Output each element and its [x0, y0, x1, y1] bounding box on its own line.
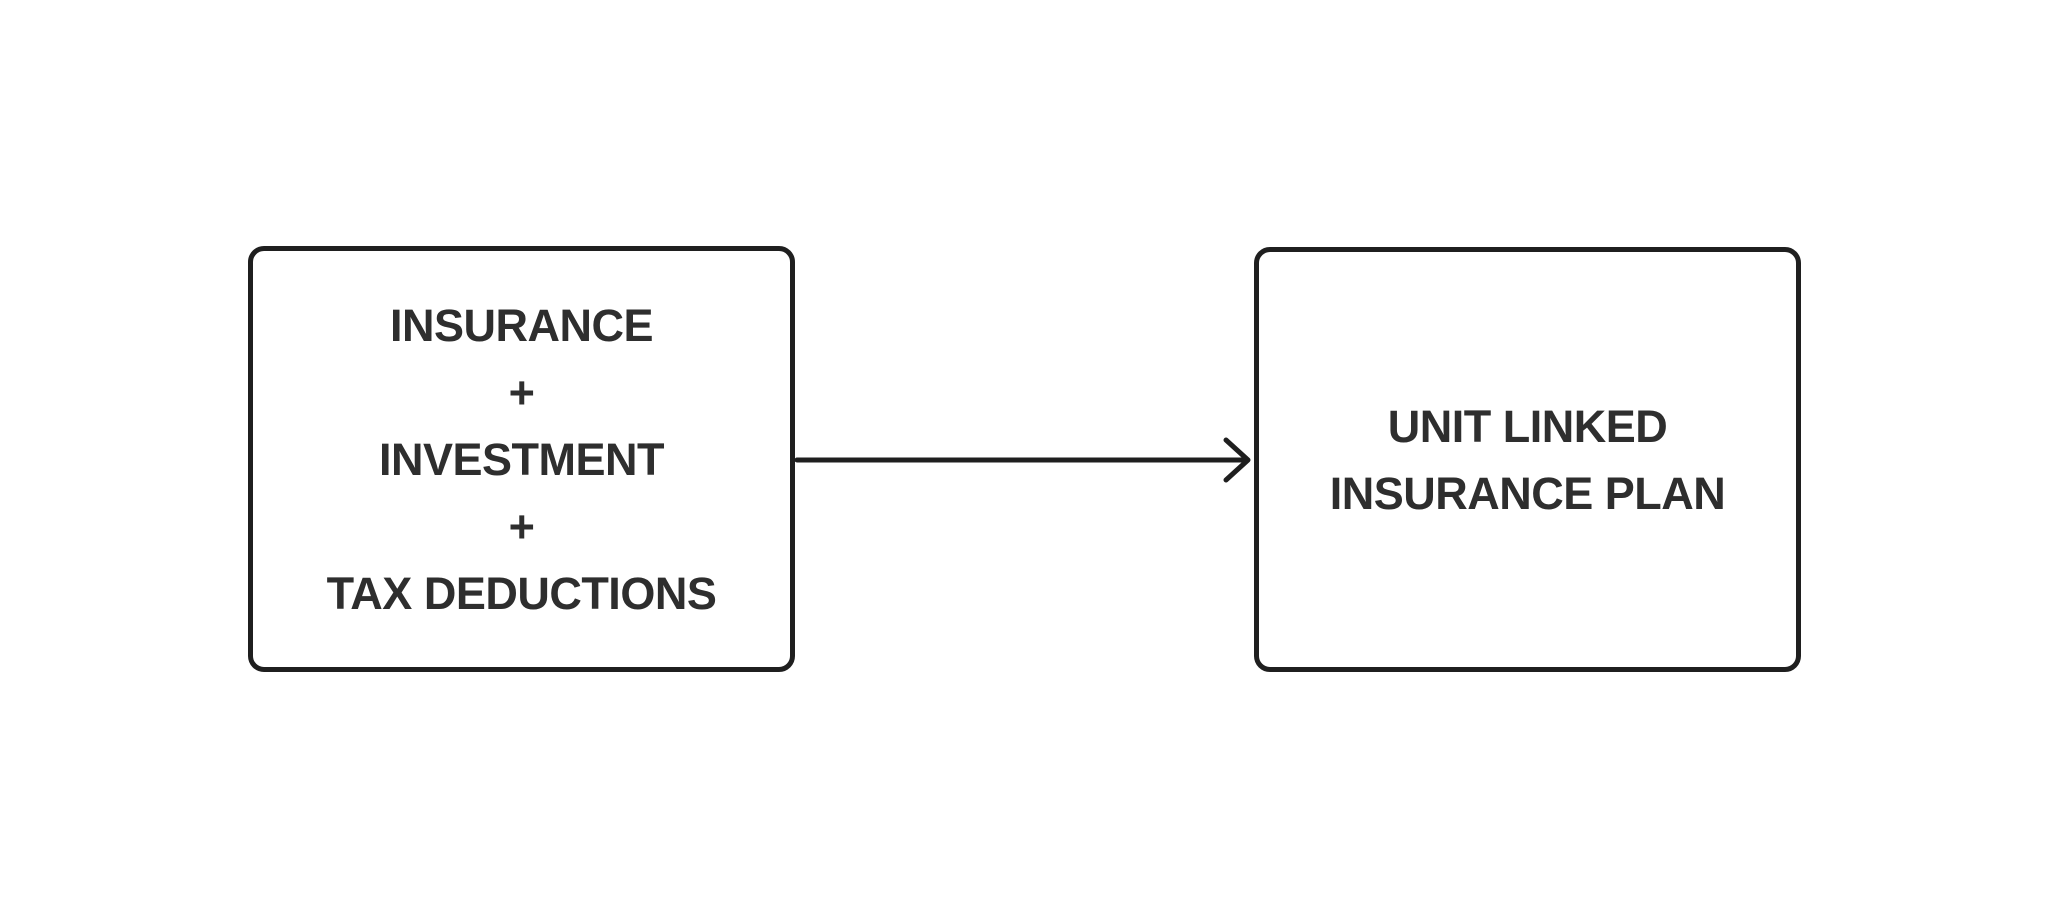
node-line-unit-linked: UNIT LINKED	[1387, 400, 1668, 452]
node-line-tax-deductions: TAX DEDUCTIONS	[326, 567, 717, 619]
unit-linked-insurance-plan-node: UNIT LINKED INSURANCE PLAN	[1254, 247, 1801, 672]
arrow-connector-icon	[795, 437, 1251, 483]
plus-sign: +	[508, 500, 535, 552]
node-line-investment: INVESTMENT	[378, 433, 665, 485]
node-line-insurance: INSURANCE	[389, 299, 654, 351]
plus-sign: +	[508, 366, 535, 418]
node-line-insurance-plan: INSURANCE PLAN	[1329, 467, 1726, 519]
insurance-investment-tax-node: INSURANCE + INVESTMENT + TAX DEDUCTIONS	[248, 246, 795, 672]
